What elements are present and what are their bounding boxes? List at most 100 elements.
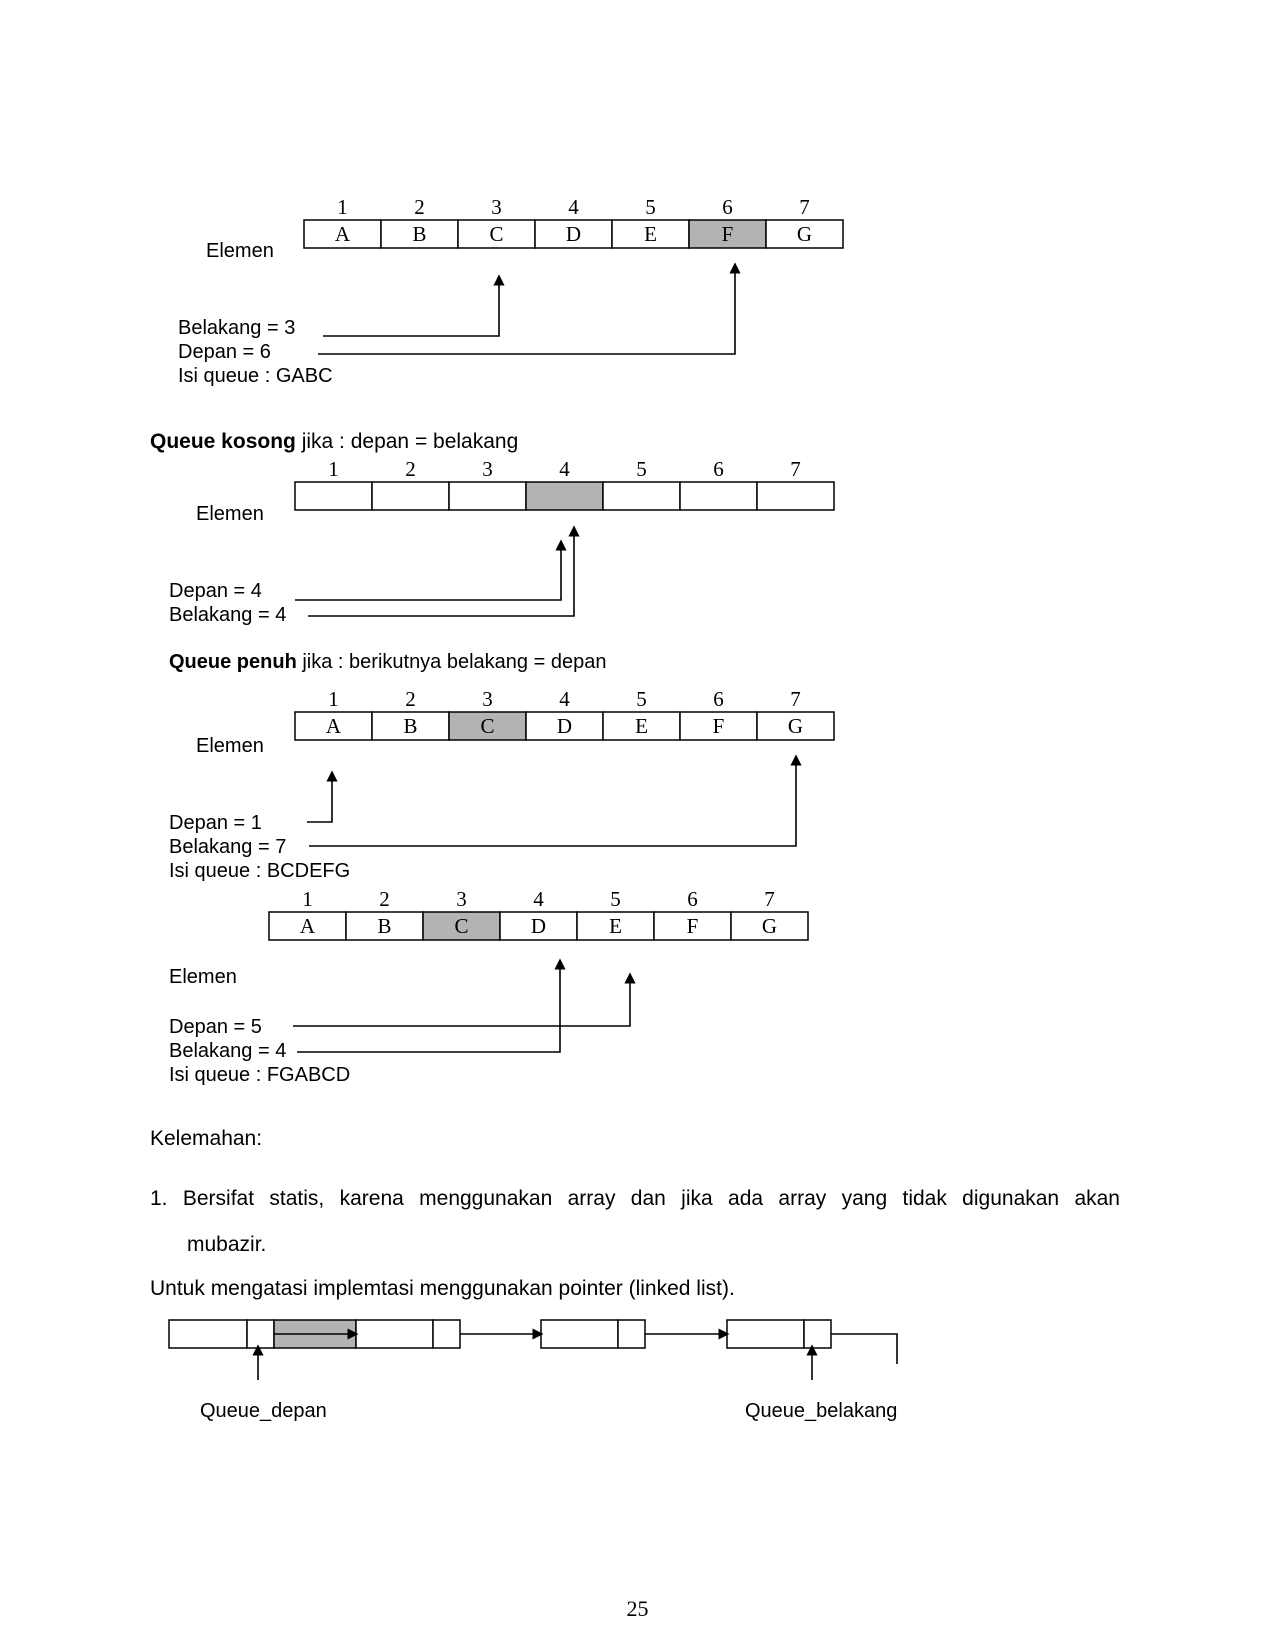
queue-penuh-bold: Queue penuh <box>169 651 297 673</box>
array-index: 3 <box>482 687 493 711</box>
depan-arrow <box>307 770 338 823</box>
array-value: G <box>797 222 812 246</box>
array-index: 2 <box>405 457 416 481</box>
array-value: D <box>566 222 581 246</box>
array-index: 6 <box>687 887 698 911</box>
array-index: 4 <box>533 887 544 911</box>
array-cell <box>448 711 527 741</box>
array-index: 3 <box>482 457 493 481</box>
array-value: C <box>489 222 503 246</box>
node-2-pointer <box>432 1319 461 1349</box>
array-index: 4 <box>568 195 579 219</box>
array-cell <box>380 219 459 249</box>
array-index: 7 <box>799 195 810 219</box>
isi-queue-label: Isi queue : FGABCD <box>169 1064 350 1086</box>
belakang-arrow <box>308 525 580 617</box>
array-value: F <box>722 222 734 246</box>
array-index: 7 <box>790 457 801 481</box>
node-1-pointer <box>246 1319 275 1349</box>
queue-penuh-rest: jika : berikutnya belakang = depan <box>296 651 607 673</box>
array-cell <box>576 911 655 941</box>
array-cell <box>294 711 373 741</box>
elemen-label: Elemen <box>196 735 264 757</box>
page-number: 25 <box>626 1596 649 1621</box>
array-cell <box>688 219 767 249</box>
node-1-data <box>168 1319 248 1349</box>
array-value: B <box>377 914 391 938</box>
node-2b-data <box>355 1319 434 1349</box>
queue-kosong-heading: Queue kosong jika : depan = belakang <box>150 430 518 454</box>
array-index: 1 <box>302 887 313 911</box>
array-index: 2 <box>414 195 425 219</box>
depan-arrow <box>295 539 567 601</box>
null-terminator <box>831 1333 898 1364</box>
belakang-label: Belakang = 3 <box>178 317 295 339</box>
queue-penuh-heading: Queue penuh jika : berikutnya belakang =… <box>169 651 606 674</box>
array-index: 1 <box>337 195 348 219</box>
depan-label: Depan = 5 <box>169 1016 262 1038</box>
array-index: 6 <box>713 687 724 711</box>
kelemahan-heading: Kelemahan: <box>150 1127 263 1150</box>
array-value: E <box>644 222 657 246</box>
array-index: 5 <box>636 457 647 481</box>
array-index: 1 <box>328 457 339 481</box>
array-cell <box>602 711 681 741</box>
linked-list-figure: Queue_depan Queue_belakang <box>168 1319 898 1422</box>
untuk-paragraph: Untuk mengatasi implemtasi menggunakan p… <box>150 1277 735 1300</box>
node-4-data <box>726 1319 805 1349</box>
array-cell <box>371 711 450 741</box>
array-index: 1 <box>328 687 339 711</box>
array-index: 4 <box>559 457 570 481</box>
array-cell <box>756 481 835 511</box>
array-cell <box>611 219 690 249</box>
array-cell <box>422 911 501 941</box>
array-value: C <box>454 914 468 938</box>
array-value: A <box>326 714 342 738</box>
belakang-label: Belakang = 7 <box>169 836 286 858</box>
queue-kosong-rest: jika : depan = belakang <box>295 430 519 453</box>
node-3-data <box>540 1319 619 1349</box>
list-item-1-cont: mubazir. <box>187 1233 267 1256</box>
belakang-label: Belakang = 4 <box>169 1040 286 1062</box>
array-value: F <box>713 714 725 738</box>
elemen-label: Elemen <box>206 240 274 262</box>
array-value: G <box>762 914 777 938</box>
array-value: A <box>335 222 351 246</box>
array-index: 3 <box>456 887 467 911</box>
elemen-label: Elemen <box>169 966 237 988</box>
array-index: 4 <box>559 687 570 711</box>
array-row-2: 1 2 3 4 5 6 7 <box>294 457 835 511</box>
array-index: 6 <box>713 457 724 481</box>
array-cell <box>525 481 604 511</box>
array-cell <box>457 219 536 249</box>
belakang-arrow <box>323 274 505 337</box>
belakang-label: Belakang = 4 <box>169 604 286 626</box>
depan-arrow <box>293 972 636 1027</box>
array-value: D <box>531 914 546 938</box>
depan-label: Depan = 1 <box>169 812 262 834</box>
depan-label: Depan = 6 <box>178 341 271 363</box>
array-index: 6 <box>722 195 733 219</box>
belakang-arrow <box>309 754 802 847</box>
array-cell <box>345 911 424 941</box>
queue-belakang-label: Queue_belakang <box>745 1400 897 1422</box>
array-value: D <box>557 714 572 738</box>
array-value: A <box>300 914 316 938</box>
array-cell <box>756 711 835 741</box>
array-cell <box>679 481 758 511</box>
array-index: 7 <box>764 887 775 911</box>
array-cell <box>679 711 758 741</box>
array-cell <box>653 911 732 941</box>
array-cell <box>294 481 373 511</box>
isi-queue-label: Isi queue : BCDEFG <box>169 860 350 882</box>
array-value: E <box>635 714 648 738</box>
array-cell <box>448 481 527 511</box>
belakang-arrow <box>297 958 566 1053</box>
array-index: 2 <box>405 687 416 711</box>
